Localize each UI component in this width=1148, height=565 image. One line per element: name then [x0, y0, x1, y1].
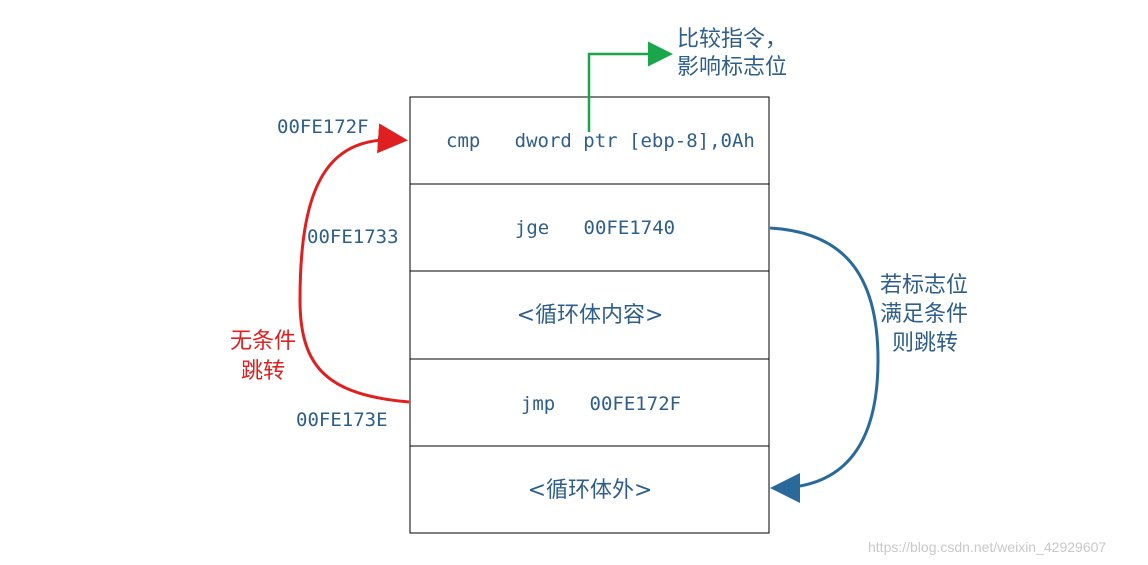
address-cmp: 00FE172F	[277, 116, 369, 138]
address-jge: 00FE1733	[307, 226, 399, 248]
block-jge	[409, 183, 770, 272]
instruction-stack: cmp dword ptr [ebp-8],0Ah jge 00FE1740 <…	[409, 96, 770, 534]
watermark: https://blog.csdn.net/weixin_42929607	[868, 539, 1106, 555]
address-jmp: 00FE173E	[296, 409, 388, 431]
compare-arrow	[587, 41, 673, 132]
block-loop-body	[409, 270, 770, 360]
loop-body-label: <循环体内容>	[517, 303, 664, 328]
compare-note-line1: 比较指令，	[677, 27, 787, 52]
cmp-instruction: cmp dword ptr [ebp-8],0Ah	[446, 130, 755, 152]
loop-exit-label: <循环体外>	[528, 478, 653, 503]
unconditional-note-line2: 跳转	[241, 359, 285, 384]
block-loop-exit	[409, 445, 770, 534]
unconditional-jump-arrow	[298, 123, 410, 404]
conditional-note-line3: 则跳转	[892, 331, 958, 356]
conditional-jump-arrow	[769, 226, 880, 503]
conditional-note-line1: 若标志位	[880, 273, 968, 298]
block-jmp	[409, 358, 770, 447]
compare-note-line2: 影响标志位	[677, 55, 787, 80]
conditional-note-line2: 满足条件	[880, 302, 968, 327]
jmp-instruction: jmp 00FE172F	[521, 393, 681, 415]
jge-instruction: jge 00FE1740	[515, 217, 675, 239]
unconditional-note-line1: 无条件	[230, 329, 296, 354]
